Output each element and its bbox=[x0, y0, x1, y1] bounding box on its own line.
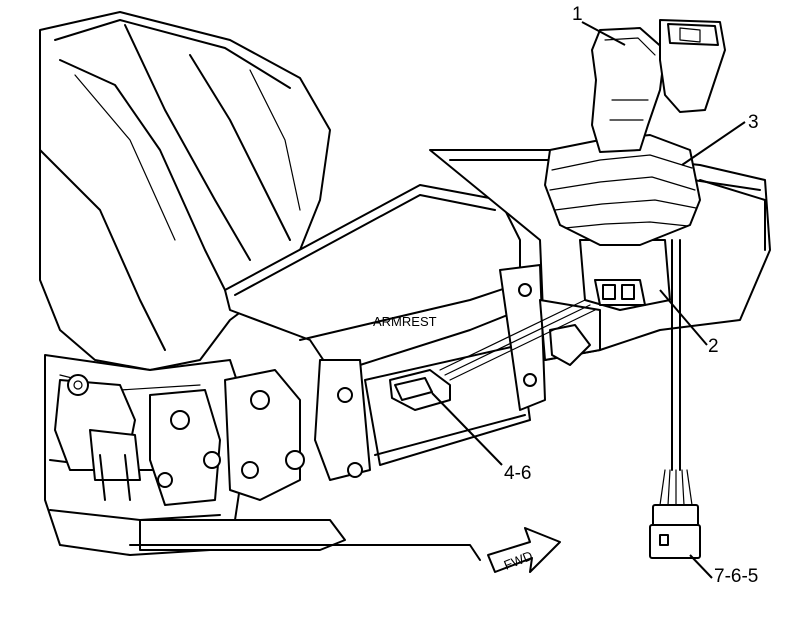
connector-7-6-5 bbox=[649, 469, 701, 559]
leader-3 bbox=[681, 121, 746, 166]
callout-7-6-5: 7-6-5 bbox=[714, 566, 758, 587]
forward-arrow bbox=[487, 527, 561, 573]
connector-4-6 bbox=[389, 369, 451, 411]
leader-1 bbox=[581, 21, 626, 46]
armrest-label: ARMREST bbox=[373, 314, 437, 329]
leader-4-6 bbox=[431, 392, 503, 466]
wire-harness bbox=[439, 299, 596, 381]
callout-3: 3 bbox=[748, 112, 759, 133]
callout-4-6: 4-6 bbox=[504, 463, 531, 484]
armrest bbox=[224, 184, 546, 481]
joystick-assembly bbox=[544, 19, 726, 471]
seat-mechanism bbox=[54, 369, 481, 561]
leader-2 bbox=[659, 289, 708, 346]
leader-7-6-5 bbox=[689, 554, 713, 579]
callout-1: 1 bbox=[572, 4, 583, 25]
callout-2: 2 bbox=[708, 336, 719, 357]
